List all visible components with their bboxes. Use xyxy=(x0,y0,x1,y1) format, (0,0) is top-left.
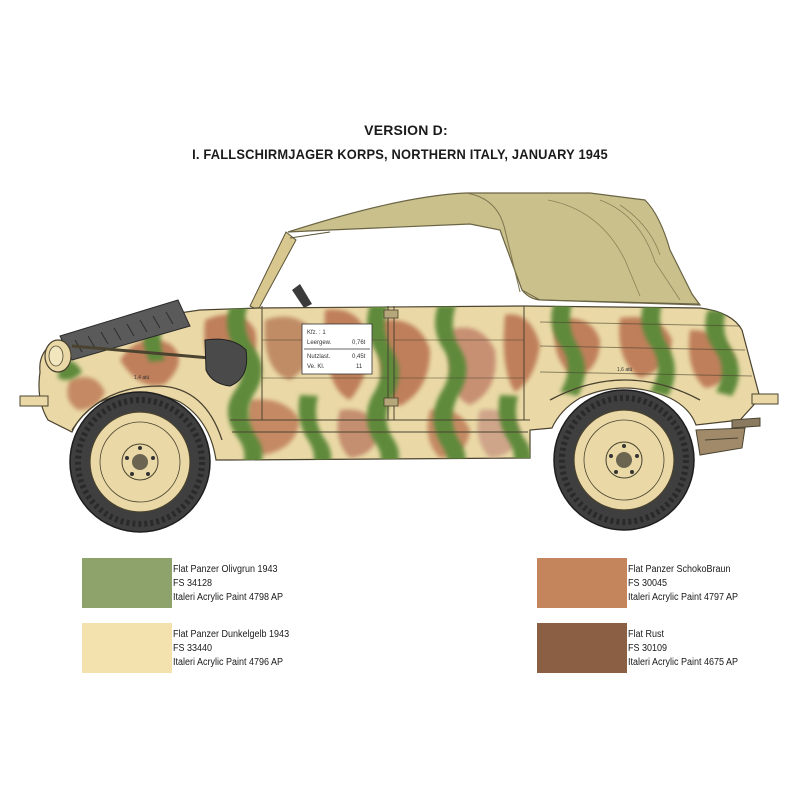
rear-wheel xyxy=(553,389,695,531)
plate-vekl-value: 11 xyxy=(356,364,363,370)
color-swatch xyxy=(82,623,172,673)
legend-name: Flat Rust xyxy=(628,629,665,640)
plate-leergew-value: 0,76t xyxy=(352,340,366,346)
legend-name: Flat Panzer SchokoBraun xyxy=(628,564,731,575)
legend-fs: FS 30045 xyxy=(628,578,668,589)
color-swatch xyxy=(537,623,627,673)
plate-vekl-label: Ve. Kl. xyxy=(307,364,325,370)
exhaust xyxy=(695,417,761,456)
legend-name: Flat Panzer Dunkelgelb 1943 xyxy=(173,629,290,640)
color-swatch xyxy=(82,558,172,608)
legend-name: Flat Panzer Olivgrun 1943 xyxy=(173,564,278,575)
body-panel-lines xyxy=(71,306,753,441)
rear-tyre-marking: 1,6 atü xyxy=(617,367,633,373)
plate-leergew-label: Leergew. xyxy=(307,340,332,346)
color-swatch xyxy=(537,558,627,608)
plate-nutzlast-value: 0,45t xyxy=(352,354,366,360)
legend-fs: FS 33440 xyxy=(173,643,213,654)
title-version: VERSION D: xyxy=(364,122,448,138)
front-tyre-marking: 1,4 atü xyxy=(134,375,150,381)
canvas-top xyxy=(287,192,702,306)
headlight xyxy=(44,339,72,373)
shovel xyxy=(71,338,248,387)
steering-wheel xyxy=(292,284,312,308)
legend-paint: Italeri Acrylic Paint 4675 AP xyxy=(628,657,739,668)
title-unit: I. FALLSCHIRMJAGER KORPS, NORTHERN ITALY… xyxy=(192,146,608,162)
legend-paint: Italeri Acrylic Paint 4796 AP xyxy=(173,657,284,668)
legend-fs: FS 30109 xyxy=(628,643,668,654)
plate-kfz: Kfz. : 1 xyxy=(307,330,326,336)
windshield-frame xyxy=(249,231,331,311)
legend-paint: Italeri Acrylic Paint 4798 AP xyxy=(173,592,284,603)
plate-nutzlast-label: Nutzlast. xyxy=(307,354,331,360)
front-wheel xyxy=(69,391,211,533)
door-data-plate: Kfz. : 1 Leergew. 0,76t Nutzlast. 0,45t … xyxy=(301,323,373,375)
kubelwagen-illustration: Kfz. : 1 Leergew. 0,76t Nutzlast. 0,45t … xyxy=(19,192,779,533)
legend-fs: FS 34128 xyxy=(173,578,213,589)
legend-paint: Italeri Acrylic Paint 4797 AP xyxy=(628,592,739,603)
page-title: VERSION D: I. FALLSCHIRMJAGER KORPS, NOR… xyxy=(0,122,800,162)
door-hinges xyxy=(383,309,399,407)
